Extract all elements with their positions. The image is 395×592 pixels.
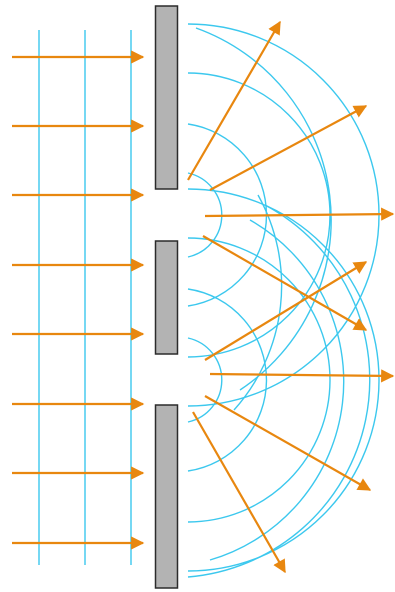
diffracted-ray bbox=[205, 214, 393, 216]
circular-wavefront bbox=[210, 220, 344, 560]
circular-wavefront bbox=[188, 338, 222, 422]
barrier-top bbox=[156, 6, 178, 189]
circular-wavefront bbox=[234, 195, 282, 410]
diffracted-ray bbox=[210, 106, 366, 190]
lower-slit-wavefronts bbox=[188, 189, 379, 577]
diffracted-ray bbox=[210, 374, 393, 376]
circular-wavefront bbox=[188, 238, 330, 522]
barrier-middle bbox=[156, 241, 178, 354]
upper-slit-rays bbox=[188, 22, 393, 330]
incident-arrows bbox=[12, 57, 143, 543]
barrier bbox=[156, 6, 178, 588]
circular-wavefront bbox=[188, 205, 370, 577]
lower-slit-rays bbox=[193, 262, 393, 572]
plane-wavefronts bbox=[39, 30, 131, 565]
barrier-bottom bbox=[156, 405, 178, 588]
diffracted-ray bbox=[203, 236, 366, 330]
diffracted-ray bbox=[193, 412, 285, 572]
